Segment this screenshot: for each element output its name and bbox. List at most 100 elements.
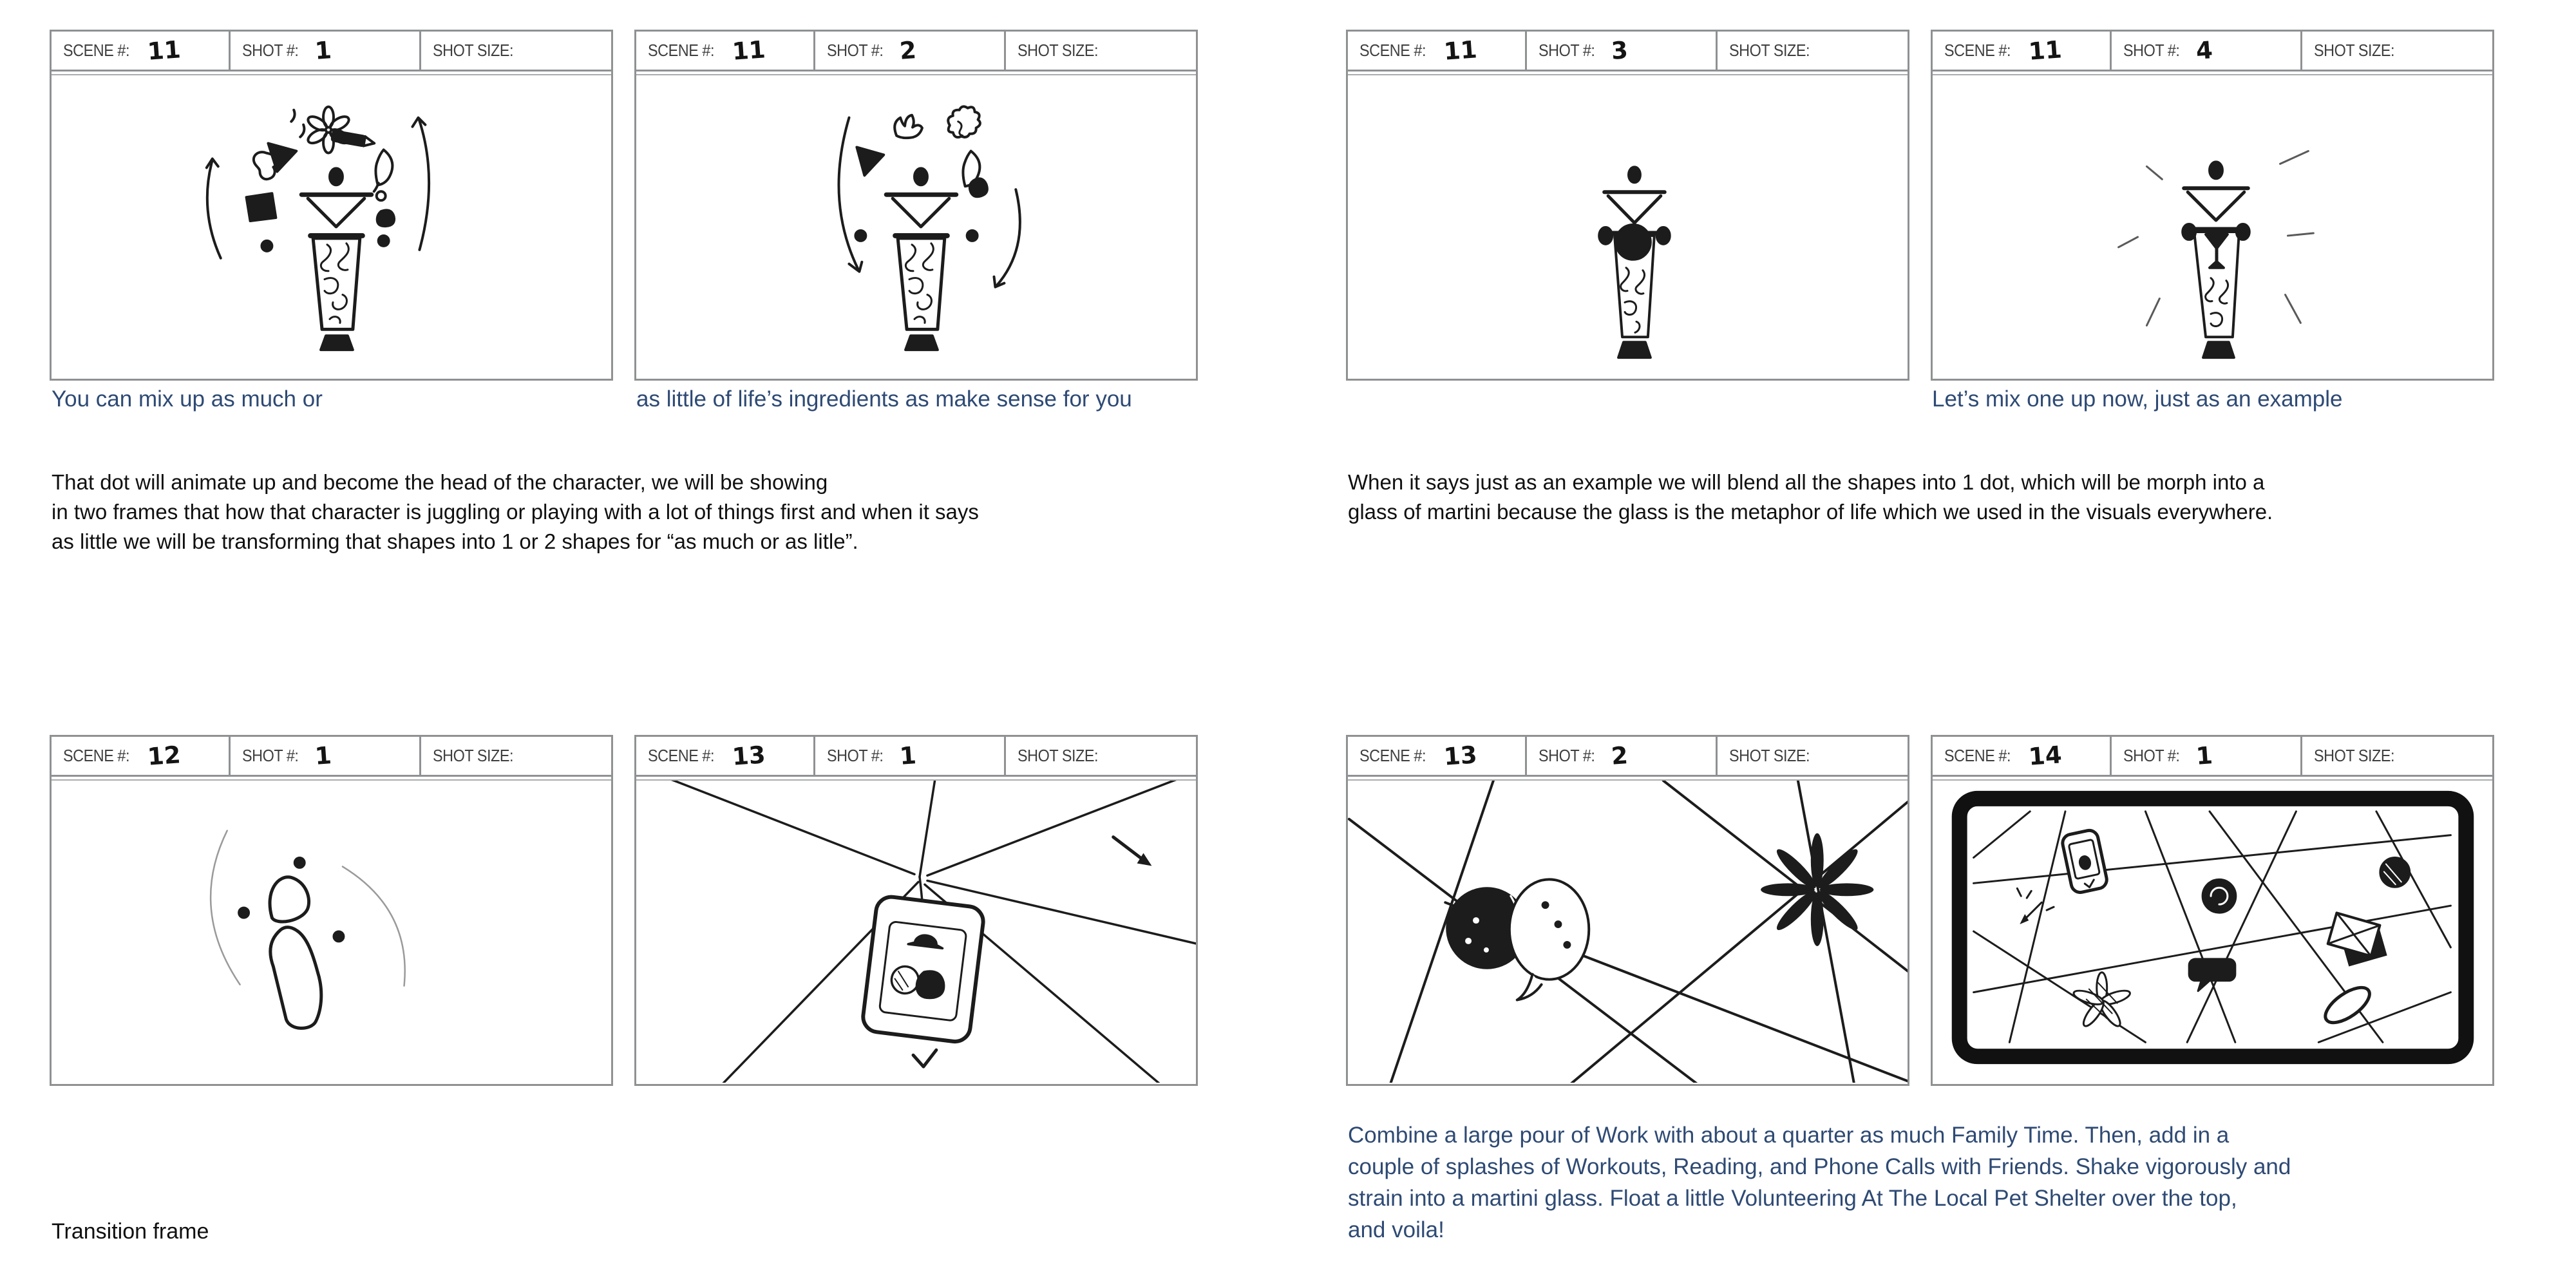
scene-cell: SCENE #: 14 bbox=[1933, 737, 2112, 775]
shot-label: SHOT #: bbox=[242, 746, 299, 765]
panel-header: SCENE #: 13 SHOT #: 2 SHOT SIZE: bbox=[1348, 737, 1908, 777]
arrow-up-right-icon bbox=[411, 116, 431, 251]
shot-size-cell: SHOT SIZE: bbox=[421, 737, 611, 775]
panel-drawing-area bbox=[52, 74, 611, 377]
scene-number: 11 bbox=[731, 35, 766, 66]
panel-drawing-area bbox=[636, 74, 1196, 377]
storyboard-panel-2: SCENE #: 11 SHOT #: 2 SHOT SIZE: bbox=[634, 30, 1198, 381]
small-martini-glass-icon bbox=[2204, 233, 2229, 269]
polaroid-pendant bbox=[861, 895, 985, 1044]
shot-cell: SHOT #: 1 bbox=[231, 32, 421, 70]
panel-header: SCENE #: 13 SHOT #: 1 SHOT SIZE: bbox=[636, 737, 1196, 777]
panel-drawing-area bbox=[636, 779, 1196, 1083]
transition-frame-label: Transition frame bbox=[52, 1219, 209, 1244]
shot-size-cell: SHOT SIZE: bbox=[421, 32, 611, 70]
storyboard-panel-1: SCENE #: 11 SHOT #: 1 SHOT SIZE: bbox=[50, 30, 613, 381]
speech-bubble-icon bbox=[1508, 878, 1591, 1002]
scene-label: SCENE #: bbox=[63, 41, 130, 60]
scene-number: 11 bbox=[146, 35, 182, 66]
scene-cell: SCENE #: 13 bbox=[1348, 737, 1528, 775]
panel-drawing-area bbox=[1933, 74, 2492, 377]
shot-cell: SHOT #: 1 bbox=[231, 737, 421, 775]
shot-label: SHOT #: bbox=[1539, 746, 1595, 765]
shot-size-label: SHOT SIZE: bbox=[1017, 41, 1099, 60]
shot-label: SHOT #: bbox=[242, 41, 299, 60]
panel-header: SCENE #: 11 SHOT #: 3 SHOT SIZE: bbox=[1348, 32, 1908, 71]
panel-drawing-area bbox=[1933, 779, 2492, 1083]
heart-check-icon bbox=[911, 1048, 938, 1069]
sparkle-lines bbox=[2117, 150, 2315, 327]
scene-number: 12 bbox=[146, 741, 182, 771]
martini-character bbox=[884, 167, 959, 352]
shot-size-label: SHOT SIZE: bbox=[2313, 746, 2395, 765]
phone-icon bbox=[2061, 828, 2108, 894]
scene-number: 11 bbox=[2027, 35, 2063, 66]
dot-icons bbox=[238, 856, 345, 943]
pizza-slice-icon bbox=[855, 146, 886, 177]
shot-label: SHOT #: bbox=[1539, 41, 1595, 60]
panel-header: SCENE #: 12 SHOT #: 1 SHOT SIZE: bbox=[52, 737, 611, 777]
sparkle-arrow-icon bbox=[2016, 887, 2055, 925]
shot-number: 1 bbox=[898, 741, 918, 770]
leaf-icon bbox=[372, 148, 394, 193]
scene-number: 14 bbox=[2027, 741, 2063, 771]
note-right: When it says just as an example we will … bbox=[1348, 470, 2273, 524]
storyboard-panel-3: SCENE #: 11 SHOT #: 3 SHOT SIZE: bbox=[1346, 30, 1909, 381]
shot-size-label: SHOT SIZE: bbox=[1017, 746, 1099, 765]
shot-size-label: SHOT SIZE: bbox=[1728, 746, 1810, 765]
faint-arcs bbox=[209, 830, 406, 987]
arrow-down-right-icon bbox=[992, 188, 1021, 289]
tablet-frame bbox=[1951, 790, 2474, 1065]
shot-size-cell: SHOT SIZE: bbox=[2302, 737, 2492, 775]
small-blob-icons bbox=[854, 177, 989, 242]
small-blob-icons bbox=[260, 190, 396, 252]
scene-label: SCENE #: bbox=[1944, 746, 2011, 765]
sketch-blended-dot-character bbox=[1598, 166, 1671, 359]
shot-number: 1 bbox=[2195, 741, 2214, 770]
shot-number: 1 bbox=[314, 741, 333, 770]
chat-bubble-icon bbox=[2188, 958, 2237, 993]
sketch-character-holding-glass bbox=[2117, 150, 2315, 359]
shot-number: 4 bbox=[2195, 36, 2214, 65]
scene-cell: SCENE #: 11 bbox=[52, 32, 231, 70]
panel-header: SCENE #: 14 SHOT #: 1 SHOT SIZE: bbox=[1933, 737, 2492, 777]
pizza-slice-icon bbox=[267, 142, 298, 173]
tulip-icon bbox=[893, 113, 923, 140]
envelope-icon bbox=[2326, 911, 2387, 967]
shot-label: SHOT #: bbox=[2123, 41, 2180, 60]
white-ellipse-icon bbox=[2324, 985, 2371, 1025]
shot-cell: SHOT #: 2 bbox=[1527, 737, 1718, 775]
caption-shot-1: You can mix up as much or bbox=[52, 386, 323, 412]
sketch-juggling-character bbox=[205, 105, 431, 352]
scene-label: SCENE #: bbox=[1359, 41, 1426, 60]
scene-label: SCENE #: bbox=[648, 41, 715, 60]
sketch-fewer-shapes-character bbox=[837, 105, 1021, 352]
shot-cell: SHOT #: 1 bbox=[815, 737, 1006, 775]
shot-size-cell: SHOT SIZE: bbox=[1718, 737, 1908, 775]
sketch-spider-and-flower bbox=[1348, 781, 1908, 1083]
pendant-string bbox=[918, 875, 923, 902]
hatched-flower-icon bbox=[2072, 971, 2131, 1027]
shot-size-cell: SHOT SIZE: bbox=[1718, 32, 1908, 70]
scene-number: 11 bbox=[1443, 35, 1478, 66]
scene-label: SCENE #: bbox=[63, 746, 130, 765]
note-left: That dot will animate up and become the … bbox=[52, 470, 979, 553]
panel-drawing-area bbox=[1348, 74, 1908, 377]
storyboard-panel-4: SCENE #: 11 SHOT #: 4 SHOT SIZE: bbox=[1931, 30, 2494, 381]
caption-shot-2: as little of life’s ingredients as make … bbox=[636, 386, 1132, 412]
scene-cell: SCENE #: 12 bbox=[52, 737, 231, 775]
web-lines bbox=[1973, 810, 2452, 1043]
storyboard-panel-6: SCENE #: 13 SHOT #: 1 SHOT SIZE: bbox=[634, 735, 1198, 1086]
web-lines bbox=[1348, 781, 1908, 1083]
shot-number: 3 bbox=[1610, 36, 1629, 65]
scene-label: SCENE #: bbox=[1944, 41, 2011, 60]
hat-icon bbox=[907, 934, 944, 950]
shot-number: 2 bbox=[898, 36, 918, 65]
martini-character-holding-glass bbox=[2181, 160, 2251, 359]
shot-label: SHOT #: bbox=[827, 746, 884, 765]
blended-dot bbox=[1615, 223, 1652, 261]
pencil-icon bbox=[330, 129, 376, 147]
scene-cell: SCENE #: 11 bbox=[636, 32, 816, 70]
shot-cell: SHOT #: 2 bbox=[815, 32, 1006, 70]
shot-size-label: SHOT SIZE: bbox=[432, 41, 514, 60]
